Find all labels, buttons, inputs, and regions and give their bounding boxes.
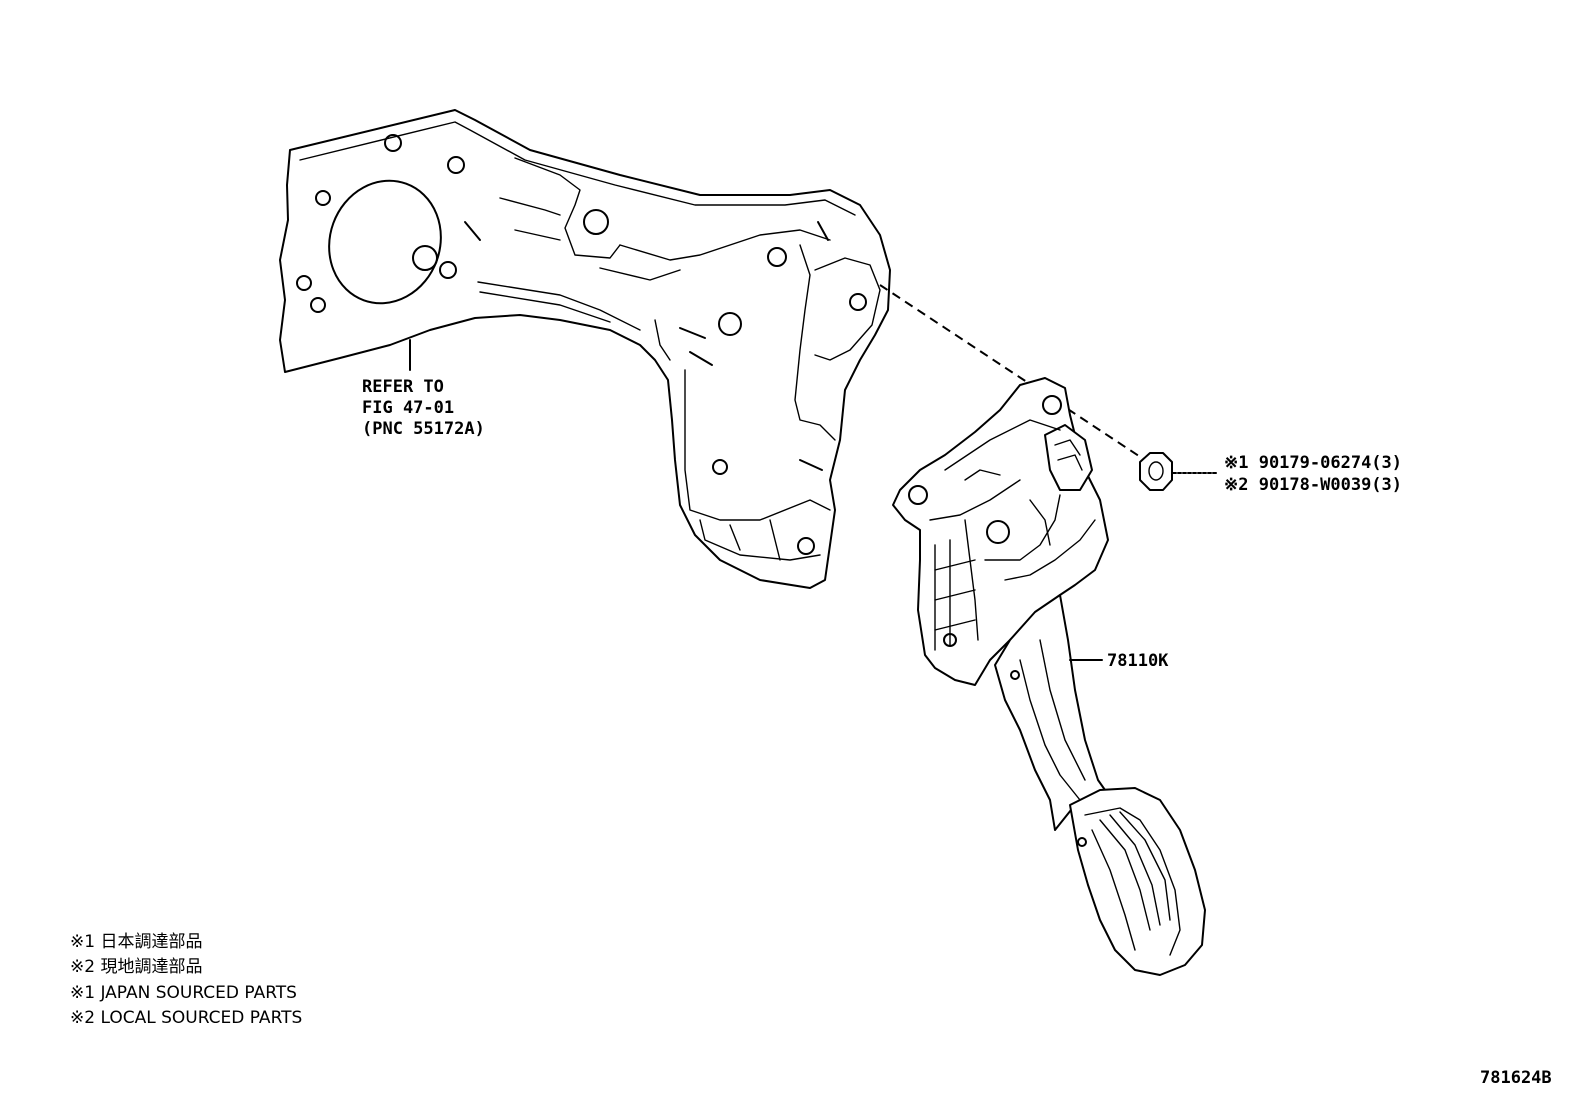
- legend-line-3: ※1 JAPAN SOURCED PARTS: [70, 983, 297, 1003]
- nut-part-number-2: ※2 90178-W0039(3): [1224, 475, 1402, 495]
- legend-line-1: ※1 日本調達部品: [70, 932, 202, 952]
- pedal-mounting-bracket: [279, 109, 891, 589]
- bracket-callout-line1: REFER TO: [362, 377, 444, 397]
- nut: [1139, 452, 1173, 491]
- pedal-part-number: 78110K: [1107, 651, 1169, 671]
- legend: ※1 日本調達部品 ※2 現地調達部品 ※1 JAPAN SOURCED PAR…: [70, 932, 302, 1028]
- bracket-callout-line2: FIG 47-01: [362, 398, 454, 418]
- installation-dashed-line: [879, 284, 1149, 463]
- nut-part-number-1: ※1 90179-06274(3): [1224, 453, 1402, 473]
- figure-id: 781624B: [1480, 1068, 1552, 1088]
- legend-line-2: ※2 現地調達部品: [70, 957, 202, 977]
- legend-line-4: ※2 LOCAL SOURCED PARTS: [70, 1008, 302, 1028]
- accelerator-pedal-assembly: [892, 377, 1206, 976]
- bracket-callout-line3: (PNC 55172A): [362, 419, 485, 439]
